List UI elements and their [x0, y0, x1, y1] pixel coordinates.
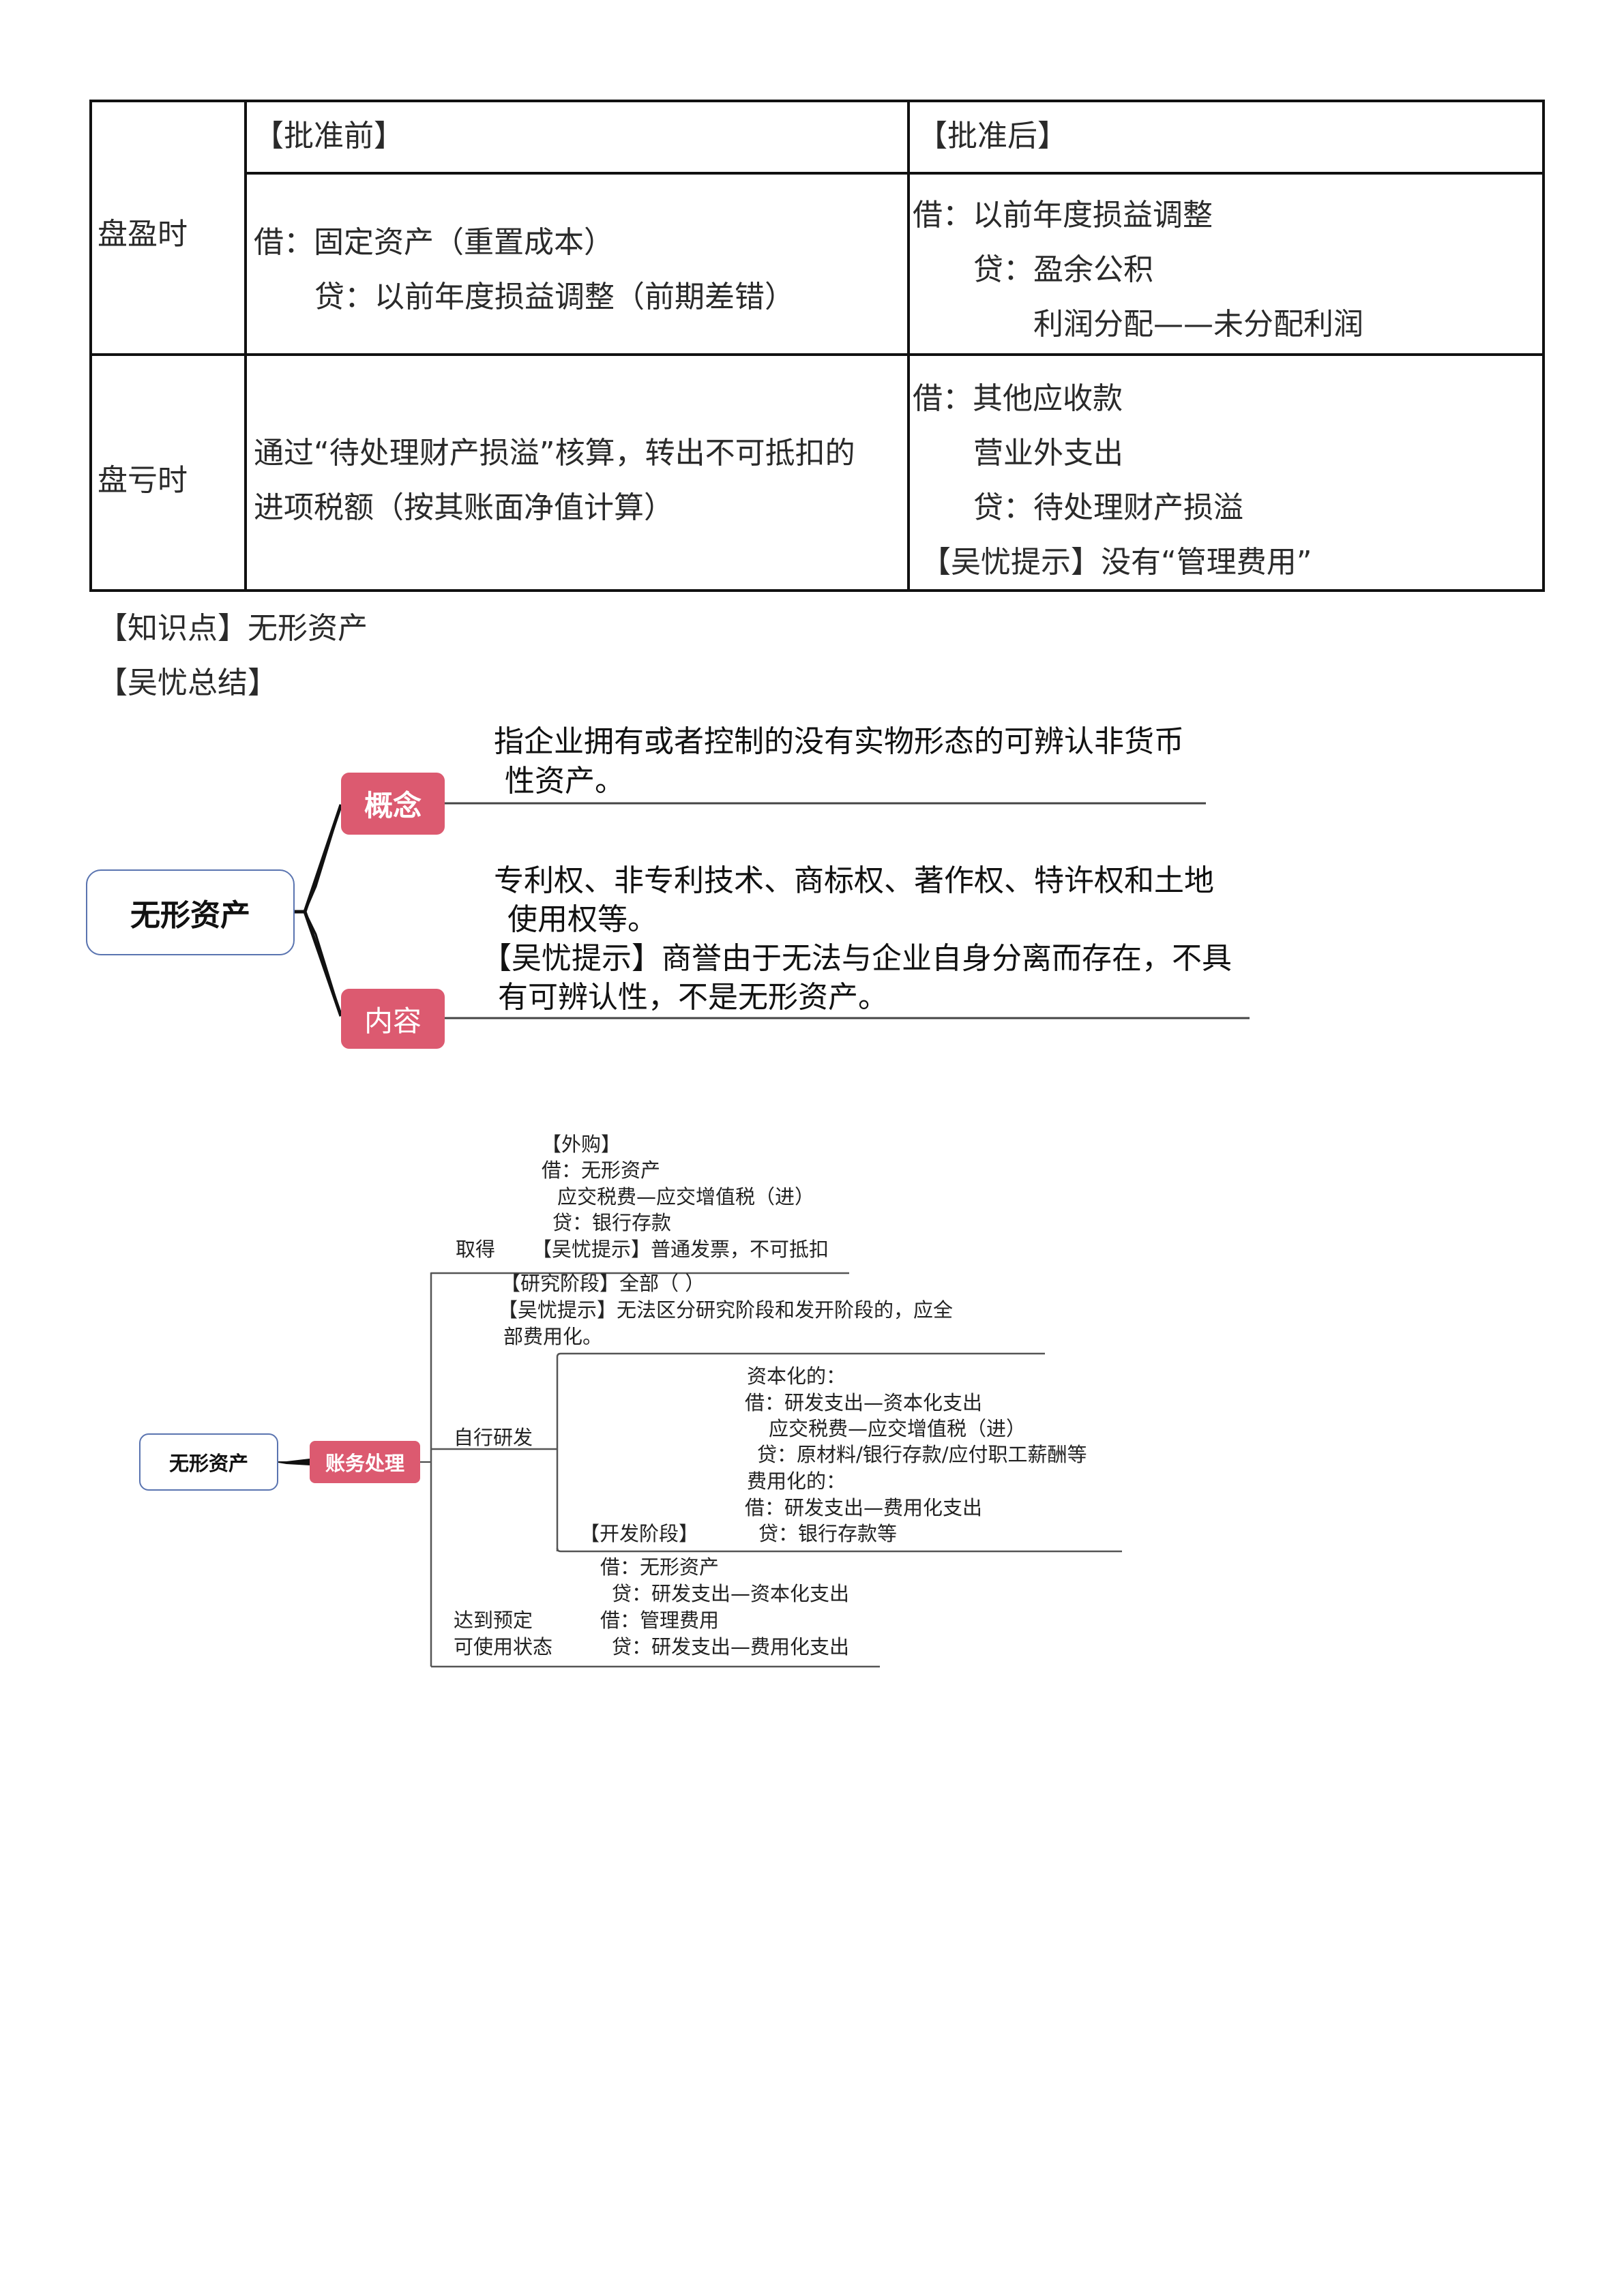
accounting-node: 账务处理 [310, 1441, 420, 1483]
acquire-text: 借：无形资产 [542, 1159, 661, 1182]
cell-text: 借：其他应收款 [913, 381, 1123, 416]
concept-node: 概念 [341, 773, 445, 835]
root-node: 无形资产 [139, 1433, 278, 1491]
cell-text: 借：以前年度损益调整 [913, 198, 1213, 233]
cell-tip: 【吴忧提示】没有“管理费用” [921, 545, 1312, 580]
content-node: 内容 [341, 989, 445, 1049]
ready-text: 借：无形资产 [600, 1555, 720, 1579]
row-label-surplus: 盘盈时 [98, 217, 188, 252]
mindmap-connectors [293, 802, 1250, 1019]
summary-heading: 【吴忧总结】 [98, 666, 278, 700]
acquire-tip: 【吴忧提示】普通发票，不可抵扣 [532, 1238, 829, 1261]
concept-text: 指企业拥有或者控制的没有实物形态的可辨认非货币 [494, 724, 1184, 759]
self-rd-label: 自行研发 [454, 1426, 533, 1449]
development-label: 【开发阶段】 [580, 1522, 699, 1545]
cell-text: 借：固定资产（重置成本） [254, 225, 614, 260]
content-tip: 有可辨认性，不是无形资产。 [498, 980, 888, 1015]
development-text: 借：研发支出—资本化支出 [745, 1391, 983, 1414]
cell-text: 通过“待处理财产损溢”核算，转出不可抵扣的 [254, 436, 855, 471]
table-divider [89, 353, 1545, 356]
row-label-deficit: 盘亏时 [98, 463, 188, 498]
root-node: 无形资产 [86, 869, 295, 955]
development-text: 贷：银行存款等 [758, 1522, 898, 1545]
research-tip: 部费用化。 [503, 1325, 603, 1348]
acquire-text: 贷：银行存款 [552, 1211, 672, 1234]
cell-text: 利润分配——未分配利润 [1033, 307, 1363, 342]
research-tip: 【吴忧提示】无法区分研究阶段和发开阶段的，应全 [498, 1298, 954, 1322]
knowledge-point-heading: 【知识点】无形资产 [98, 611, 368, 646]
development-text: 资本化的： [747, 1365, 846, 1388]
content-tip: 【吴忧提示】商誉由于无法与企业自身分离而存在，不具 [482, 941, 1232, 976]
development-text: 贷：原材料/银行存款/应付职工薪酬等 [757, 1443, 1087, 1466]
ready-label: 达到预定 [454, 1609, 533, 1632]
cell-text: 进项税额（按其账面净值计算） [254, 490, 674, 525]
acquire-text: 【外购】 [542, 1133, 621, 1156]
acquire-text: 应交税费—应交增值税（进） [557, 1185, 815, 1208]
ready-text: 借：管理费用 [600, 1609, 720, 1632]
cell-text: 营业外支出 [973, 436, 1123, 471]
table-divider [244, 100, 247, 592]
cell-text: 贷：以前年度损益调整（前期差错） [314, 280, 795, 314]
development-text: 费用化的： [747, 1470, 846, 1493]
development-text: 应交税费—应交增值税（进） [769, 1417, 1027, 1440]
header-after: 【批准后】 [917, 119, 1067, 153]
ready-label: 可使用状态 [454, 1635, 553, 1658]
table-divider [907, 100, 910, 592]
table-border [89, 100, 1545, 592]
content-text: 使用权等。 [507, 902, 658, 937]
header-before: 【批准前】 [254, 119, 404, 153]
cell-text: 贷：待处理财产损溢 [973, 490, 1243, 525]
mindmap2-connectors [278, 1272, 1122, 1668]
content-text: 专利权、非专利技术、商标权、著作权、特许权和土地 [494, 863, 1214, 898]
research-text: 【研究阶段】全部（ ） [501, 1272, 705, 1295]
ready-text: 贷：研发支出—费用化支出 [612, 1635, 850, 1658]
table-divider [244, 172, 1545, 175]
ready-text: 贷：研发支出—资本化支出 [612, 1582, 850, 1605]
development-text: 借：研发支出—费用化支出 [745, 1496, 983, 1519]
concept-text: 性资产。 [505, 764, 625, 799]
cell-text: 贷：盈余公积 [973, 252, 1153, 287]
acquire-label: 取得 [456, 1238, 496, 1261]
